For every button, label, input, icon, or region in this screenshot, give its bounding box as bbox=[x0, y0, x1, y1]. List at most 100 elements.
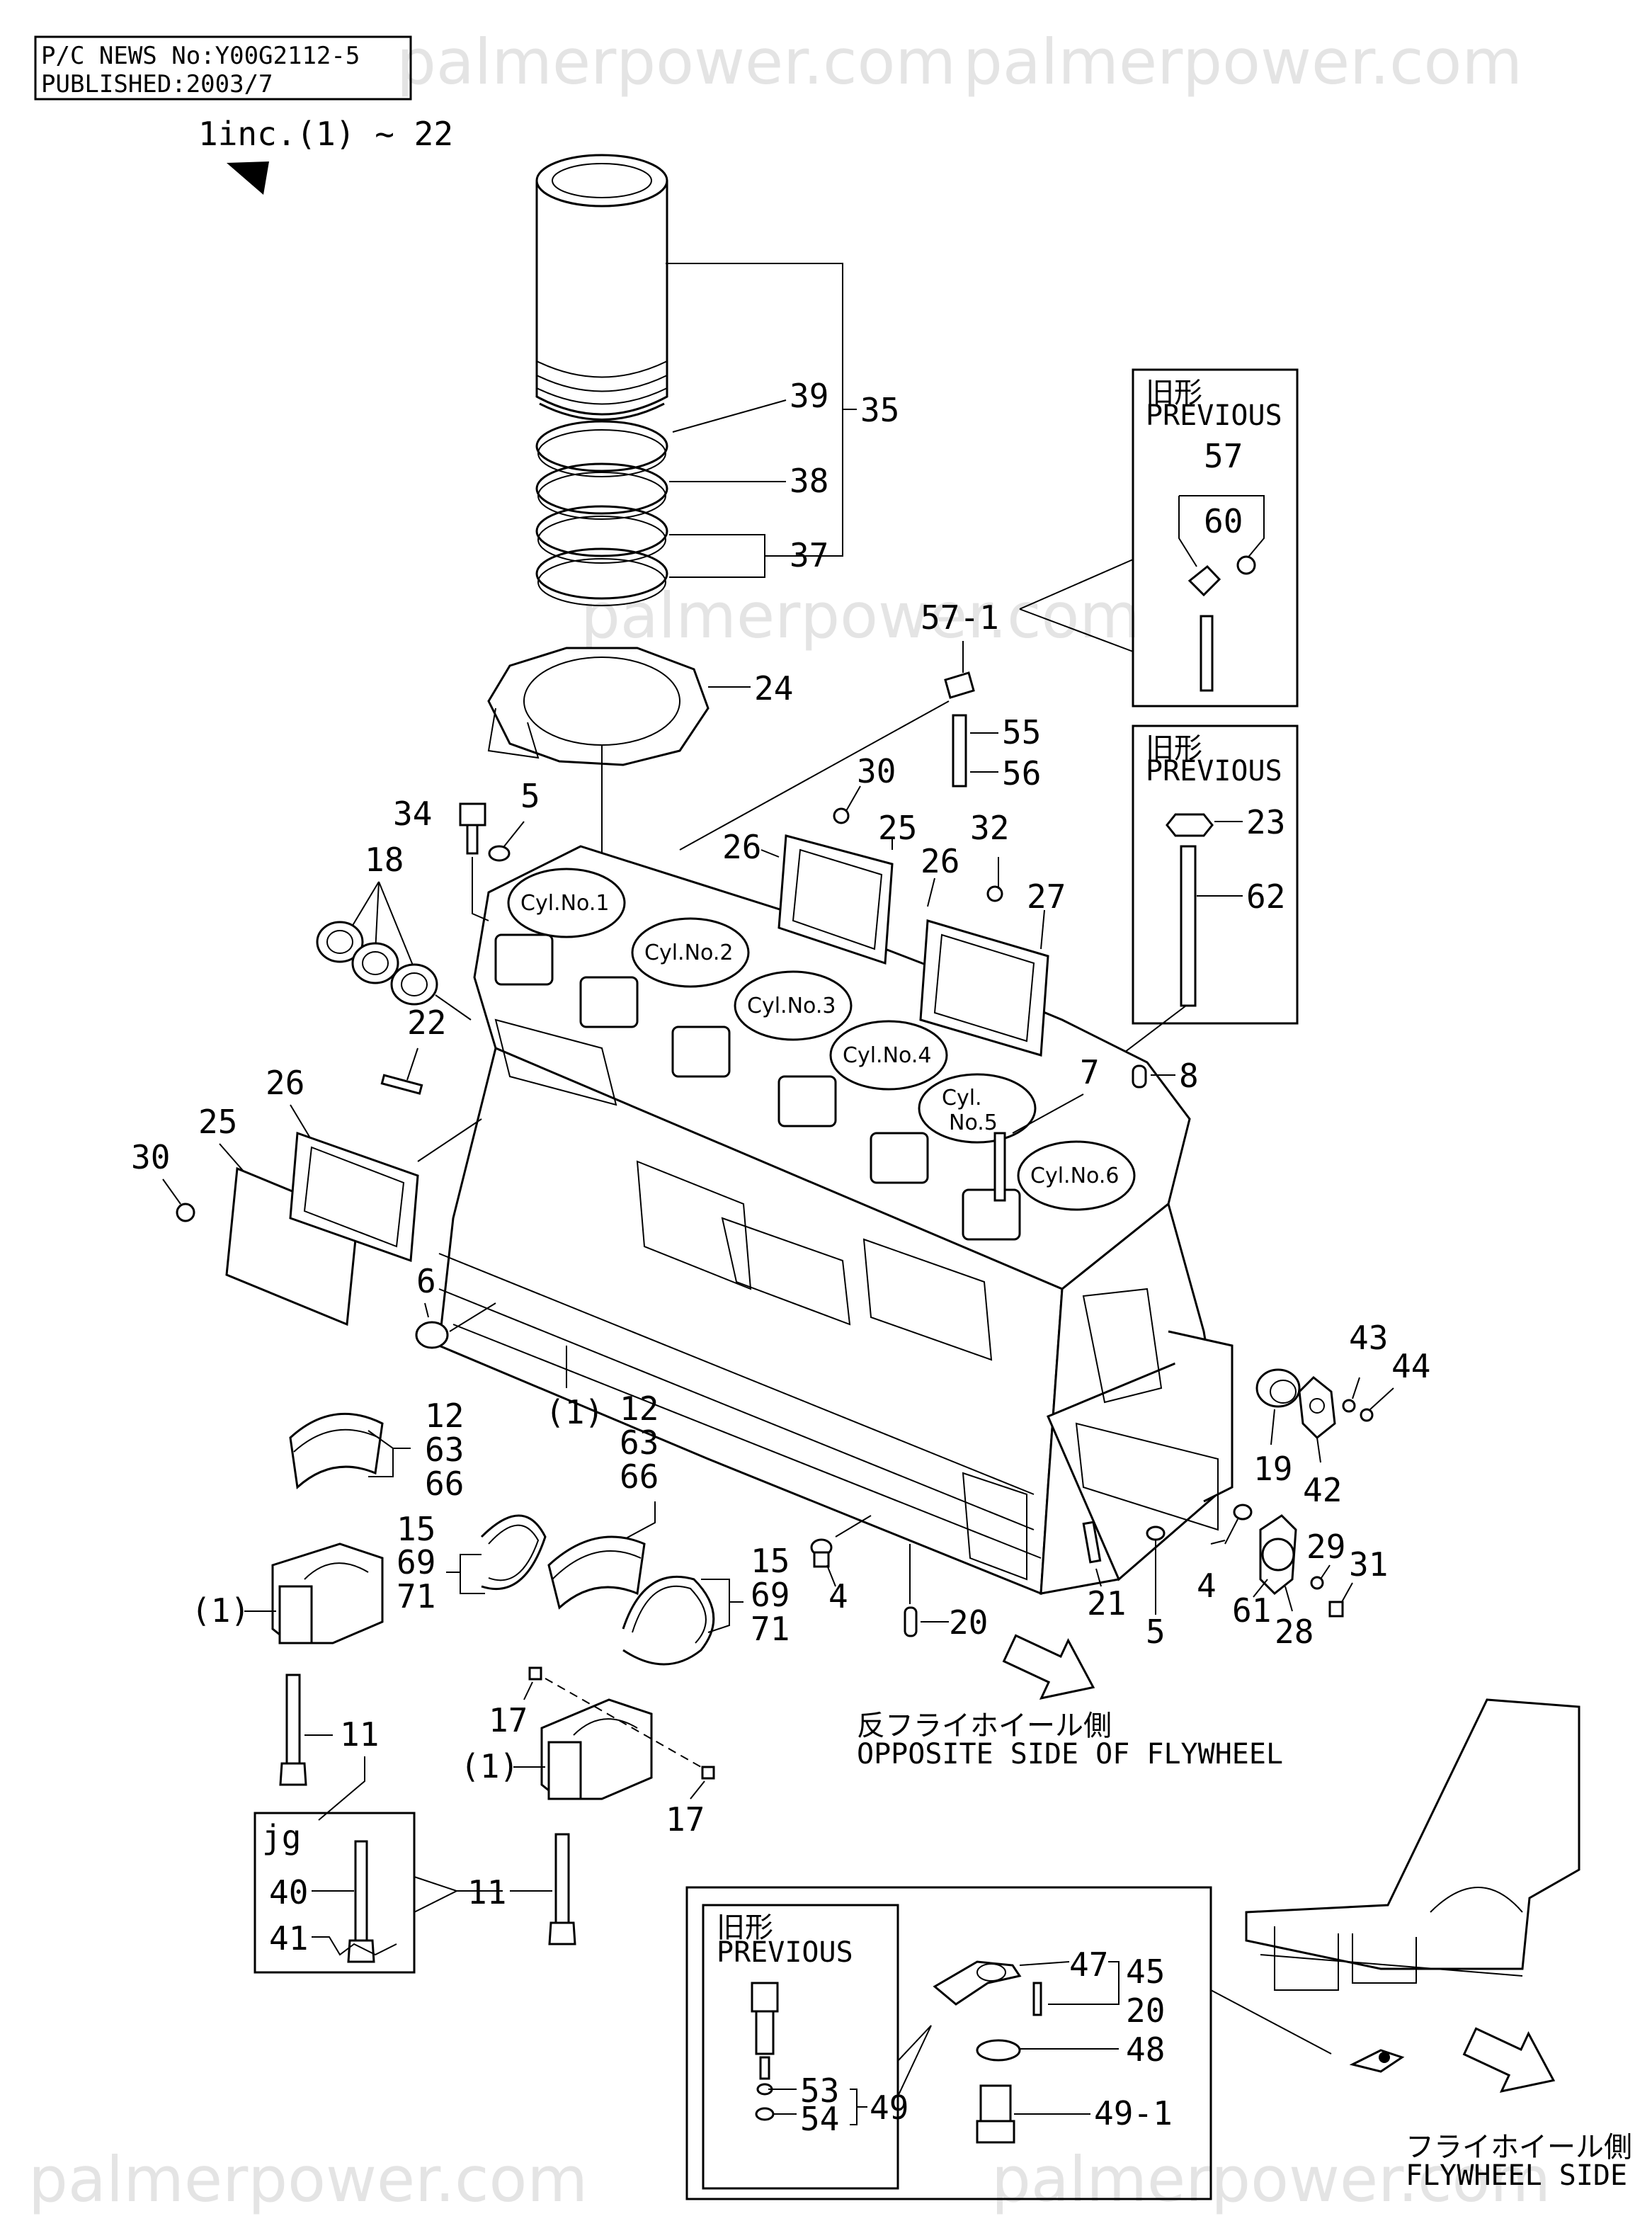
callout-42: 42 bbox=[1303, 1471, 1342, 1509]
main-bearing-lower bbox=[547, 1535, 646, 1610]
cylinder-1-label: Cyl.No.1 bbox=[520, 891, 609, 916]
previous-jp: 旧形 bbox=[1146, 377, 1202, 409]
callout-48: 48 bbox=[1126, 2030, 1165, 2069]
callout-63-upper: 63 bbox=[425, 1431, 464, 1469]
callout-24: 24 bbox=[754, 669, 793, 708]
previous-jp: 旧形 bbox=[1146, 732, 1202, 765]
callout-5-lower: 5 bbox=[1146, 1613, 1166, 1651]
callout-55: 55 bbox=[1002, 713, 1041, 751]
callout-40: 40 bbox=[269, 1873, 308, 1911]
callout-5-top: 5 bbox=[520, 777, 540, 815]
callout-17-right: 17 bbox=[666, 1800, 705, 1839]
watermark: palmerpower.com bbox=[963, 25, 1522, 98]
callout-26-upper: 26 bbox=[722, 828, 761, 866]
callout-69-left: 69 bbox=[397, 1543, 435, 1581]
callout-18: 18 bbox=[365, 841, 404, 879]
callout-53: 53 bbox=[800, 2072, 839, 2110]
plate-42 bbox=[1298, 1375, 1336, 1440]
callout-37: 37 bbox=[790, 536, 828, 574]
callout-57: 57 bbox=[1204, 437, 1243, 475]
bearing-cap-left bbox=[271, 1542, 384, 1644]
callout-39: 39 bbox=[790, 377, 828, 415]
cam-bushings bbox=[316, 921, 438, 1006]
callout-62: 62 bbox=[1246, 877, 1285, 916]
callout-25-upper: 25 bbox=[878, 809, 917, 847]
callout-11-left: 11 bbox=[340, 1715, 379, 1754]
callout-32: 32 bbox=[970, 809, 1009, 847]
oil-jet-nozzle bbox=[933, 1960, 1042, 2016]
callout-56: 56 bbox=[1002, 754, 1041, 792]
flywheel-side-jp: フライホイール側 bbox=[1406, 2131, 1632, 2164]
oil-jet-detail-box: 旧形 PREVIOUS 53 54 49 47 45 20 48 49-1 bbox=[685, 1886, 1212, 2200]
previous-label: PREVIOUS bbox=[1146, 399, 1282, 432]
callout-60: 60 bbox=[1204, 502, 1243, 540]
opposite-side-en: OPPOSITE SIDE OF FLYWHEEL bbox=[857, 1738, 1283, 1771]
jg-box: jg 40 41 bbox=[254, 1812, 416, 1974]
callout-17-left: 17 bbox=[489, 1701, 528, 1739]
callout-20-left: 20 bbox=[949, 1603, 988, 1642]
header-box: P/C NEWS No:Y00G2112-5 PUBLISHED:2003/7 bbox=[34, 35, 412, 101]
callout-7: 7 bbox=[1080, 1053, 1100, 1091]
includes-note: 1inc.(1) ~ 22 bbox=[198, 115, 453, 153]
cylinder-5-label-a: Cyl. bbox=[942, 1086, 982, 1110]
cylinder-2-label: Cyl.No.2 bbox=[644, 941, 733, 965]
callout-22: 22 bbox=[407, 1004, 446, 1042]
callout-20-box: 20 bbox=[1126, 1991, 1165, 2030]
callout-63-lower: 63 bbox=[620, 1424, 659, 1462]
callout-30-left: 30 bbox=[131, 1138, 170, 1176]
callout-8: 8 bbox=[1179, 1057, 1199, 1095]
callout-12-upper: 12 bbox=[425, 1397, 464, 1435]
flywheel-side-en: FLYWHEEL SIDE bbox=[1406, 2159, 1627, 2192]
callout-47: 47 bbox=[1069, 1945, 1108, 1984]
o-rings bbox=[535, 420, 668, 606]
previous-label: PREVIOUS bbox=[717, 1936, 853, 1969]
opposite-side-jp: 反フライホイール側 bbox=[857, 1710, 1112, 1742]
jg-title: jg bbox=[262, 1818, 301, 1856]
callout-19: 19 bbox=[1253, 1450, 1292, 1488]
callout-49-1: 49-1 bbox=[1094, 2094, 1173, 2132]
side-cover-lower bbox=[225, 1131, 419, 1326]
callout-49: 49 bbox=[870, 2089, 908, 2127]
callout-1-cap-right: (1) bbox=[460, 1747, 519, 1785]
head-gasket bbox=[487, 647, 710, 766]
previous-box-stud: 旧形 PREVIOUS 23 62 bbox=[1132, 725, 1299, 1025]
thrust-washer-right bbox=[622, 1575, 715, 1666]
callout-6: 6 bbox=[416, 1262, 436, 1300]
cylinder-4-label: Cyl.No.4 bbox=[843, 1043, 931, 1068]
callout-35: 35 bbox=[860, 391, 899, 429]
callout-27: 27 bbox=[1027, 877, 1066, 916]
callout-31: 31 bbox=[1349, 1545, 1388, 1584]
callout-45: 45 bbox=[1126, 1953, 1165, 1991]
callout-25-left: 25 bbox=[198, 1103, 237, 1141]
callout-15-right: 15 bbox=[751, 1542, 790, 1580]
callout-1-cap-left: (1) bbox=[191, 1591, 250, 1630]
callout-66-lower: 66 bbox=[620, 1458, 659, 1496]
callout-29: 29 bbox=[1306, 1528, 1345, 1566]
flywheel-side-block bbox=[1245, 1698, 1580, 1991]
cylinder-bores bbox=[507, 868, 1136, 1211]
callout-28: 28 bbox=[1275, 1613, 1314, 1651]
bearing-cap-right bbox=[540, 1698, 653, 1800]
published-date: PUBLISHED:2003/7 bbox=[41, 70, 273, 98]
opposite-side-arrow-icon bbox=[1002, 1634, 1095, 1700]
previous-box-oil-jet: 旧形 PREVIOUS 57 60 bbox=[1132, 368, 1299, 708]
oil-jet-assembled-icon bbox=[1349, 2049, 1405, 2073]
includes-arrow-icon bbox=[227, 161, 269, 195]
callout-54: 54 bbox=[800, 2100, 839, 2138]
callout-38: 38 bbox=[790, 462, 828, 500]
cylinder-liner bbox=[535, 154, 668, 421]
main-bearing-bolt-right bbox=[548, 1833, 576, 1945]
watermark: palmerpower.com bbox=[28, 2143, 588, 2216]
flywheel-side-arrow-icon bbox=[1462, 2027, 1556, 2093]
callout-4-right: 4 bbox=[1197, 1567, 1217, 1605]
callout-23: 23 bbox=[1246, 803, 1285, 841]
seal-19 bbox=[1255, 1368, 1301, 1408]
callout-26-left: 26 bbox=[266, 1064, 304, 1102]
news-number: P/C NEWS No:Y00G2112-5 bbox=[41, 42, 360, 70]
main-bearing-upper bbox=[289, 1412, 384, 1489]
callout-21: 21 bbox=[1087, 1584, 1126, 1623]
thrust-washer-left bbox=[480, 1514, 547, 1591]
callout-26-right: 26 bbox=[921, 842, 959, 880]
callout-71-right: 71 bbox=[751, 1610, 790, 1648]
